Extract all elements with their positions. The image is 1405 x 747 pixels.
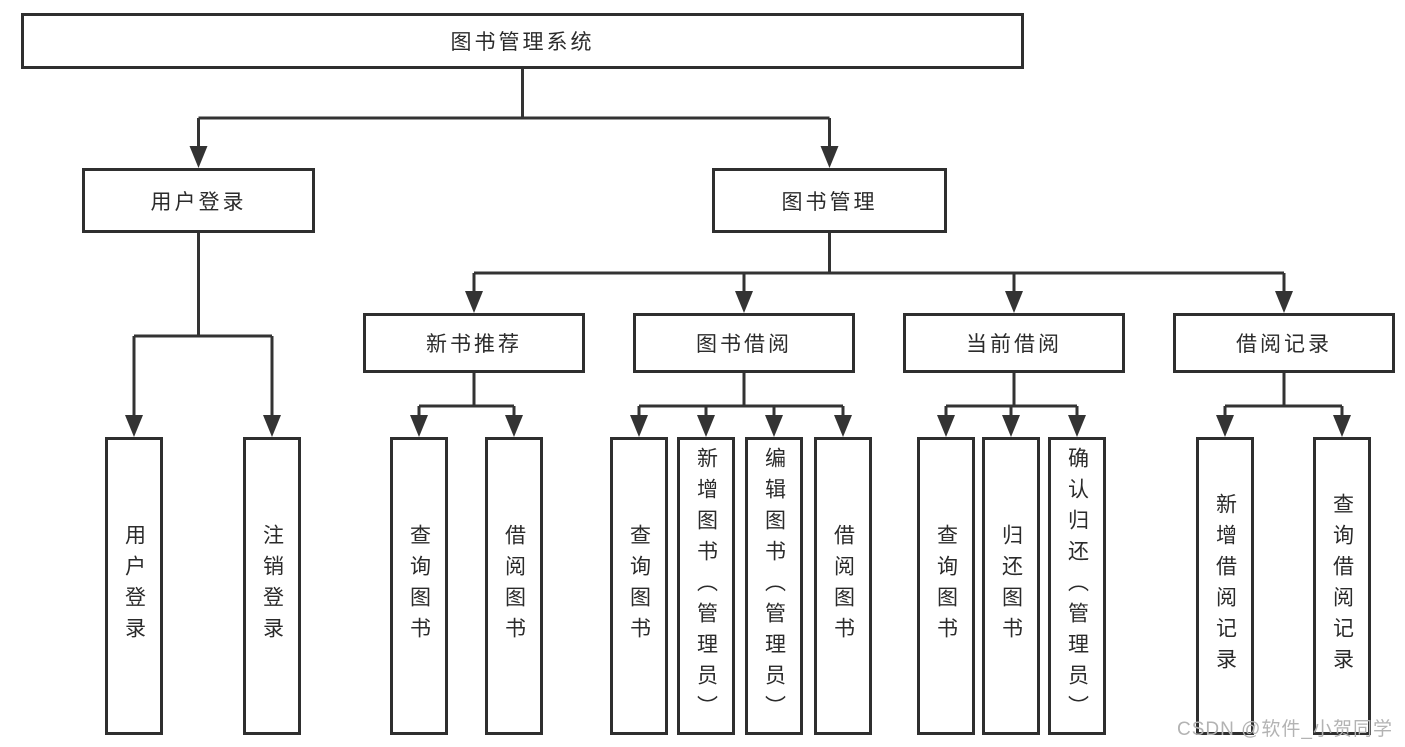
node-borrow-records: 借阅记录 bbox=[1173, 313, 1395, 373]
leaf-edit-book-admin: 编辑图书（管理员） bbox=[745, 437, 803, 735]
leaf-query-books-3: 查询图书 bbox=[917, 437, 975, 735]
leaf-query-books-3-label: 查询图书 bbox=[934, 524, 958, 648]
connector-login-to-leaves bbox=[132, 233, 274, 416]
leaf-add-borrow-record-label: 新增借阅记录 bbox=[1213, 493, 1237, 679]
connector-group-records bbox=[1223, 373, 1344, 416]
node-current-borrow: 当前借阅 bbox=[903, 313, 1125, 373]
connector-group-newbook bbox=[417, 373, 516, 416]
node-current-borrow-label: 当前借阅 bbox=[966, 333, 1062, 356]
node-book-management-label: 图书管理 bbox=[781, 190, 878, 214]
node-new-book-recommend: 新书推荐 bbox=[363, 313, 585, 373]
leaf-return-book: 归还图书 bbox=[982, 437, 1040, 735]
leaf-edit-book-admin-label: 编辑图书（管理员） bbox=[762, 446, 786, 726]
leaf-borrow-books-1-label: 借阅图书 bbox=[502, 524, 526, 648]
leaf-query-books-2: 查询图书 bbox=[610, 437, 668, 735]
leaf-query-books-1-label: 查询图书 bbox=[407, 524, 431, 648]
leaf-add-borrow-record: 新增借阅记录 bbox=[1196, 437, 1254, 735]
leaf-query-books-2-label: 查询图书 bbox=[627, 524, 651, 648]
connector-root-to-level2 bbox=[197, 69, 831, 147]
node-book-borrow-label: 图书借阅 bbox=[696, 333, 792, 356]
node-borrow-records-label: 借阅记录 bbox=[1236, 333, 1332, 356]
node-new-book-recommend-label: 新书推荐 bbox=[426, 333, 522, 356]
node-book-management: 图书管理 bbox=[712, 168, 947, 233]
watermark: CSDN @软件_小贺同学 bbox=[1177, 719, 1393, 740]
leaf-logout: 注销登录 bbox=[243, 437, 301, 735]
connector-group-borrow bbox=[637, 373, 845, 416]
leaf-borrow-books-2: 借阅图书 bbox=[814, 437, 872, 735]
leaf-return-book-label: 归还图书 bbox=[999, 524, 1023, 648]
leaf-query-books-1: 查询图书 bbox=[390, 437, 448, 735]
leaf-confirm-return-admin-label: 确认归还（管理员） bbox=[1065, 446, 1089, 726]
leaf-user-login-label: 用户登录 bbox=[122, 524, 146, 648]
leaf-add-book-admin: 新增图书（管理员） bbox=[677, 437, 735, 735]
node-system-root-label: 图书管理系统 bbox=[450, 31, 595, 54]
leaf-query-borrow-record-label: 查询借阅记录 bbox=[1330, 493, 1354, 679]
node-book-borrow: 图书借阅 bbox=[633, 313, 855, 373]
leaf-query-borrow-record: 查询借阅记录 bbox=[1313, 437, 1371, 735]
leaf-logout-label: 注销登录 bbox=[260, 524, 284, 648]
leaf-confirm-return-admin: 确认归还（管理员） bbox=[1048, 437, 1106, 735]
leaf-add-book-admin-label: 新增图书（管理员） bbox=[694, 446, 718, 726]
node-system-root: 图书管理系统 bbox=[21, 13, 1024, 69]
connector-mgmt-to-groups bbox=[472, 233, 1286, 292]
arrow-heads bbox=[125, 146, 1351, 437]
node-user-login: 用户登录 bbox=[82, 168, 315, 233]
leaf-user-login: 用户登录 bbox=[105, 437, 163, 735]
leaf-borrow-books-1: 借阅图书 bbox=[485, 437, 543, 735]
leaf-borrow-books-2-label: 借阅图书 bbox=[831, 524, 855, 648]
node-user-login-label: 用户登录 bbox=[150, 190, 247, 214]
connector-group-current bbox=[944, 373, 1079, 416]
